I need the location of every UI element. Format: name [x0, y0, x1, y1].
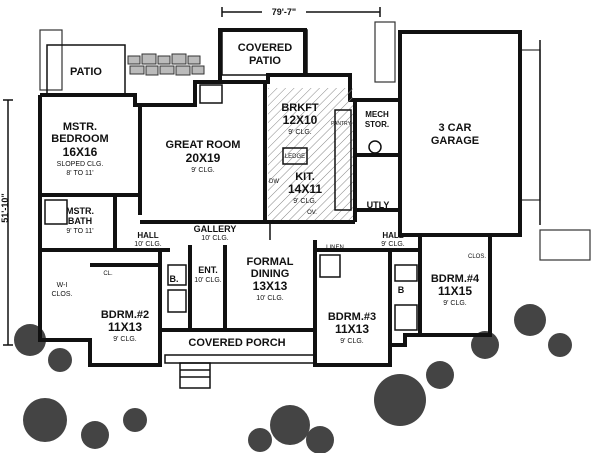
master-bedroom-note-1: SLOPED CLG. — [57, 161, 104, 168]
master-bath-label-1: MSTR. — [66, 206, 94, 216]
great-room-size: 20X19 — [186, 151, 221, 165]
master-bath-note: 9' TO 11' — [66, 228, 93, 235]
formal-dining-label-1: FORMAL — [246, 256, 293, 268]
closet-left-label: CL. — [103, 271, 113, 277]
garage-label-1: 3 CAR — [438, 122, 471, 134]
pantry-label: PANTRY — [331, 121, 351, 127]
mech-label-2: STOR. — [365, 120, 389, 129]
fireplace — [199, 84, 223, 104]
hall-left-note: 10' CLG. — [134, 241, 161, 248]
kitchen-size: 14X11 — [288, 182, 322, 196]
bedroom4-note: 9' CLG. — [443, 300, 467, 307]
width-dimension: 79'-7" — [272, 7, 296, 17]
gallery-label: GALLERY — [194, 224, 237, 234]
garage-label-2: GARAGE — [431, 135, 479, 147]
kitchen-note: 9' CLG. — [293, 198, 317, 205]
utility-label: UTLY — [367, 200, 390, 210]
porch-steps — [164, 354, 316, 389]
garage-doors — [519, 40, 541, 225]
breakfast-label: BRKFT — [281, 102, 319, 114]
depth-dimension: 51'-10" — [0, 193, 10, 222]
dimension-top: 79'-7" — [221, 4, 381, 17]
great-room-note: 9' CLG. — [191, 167, 215, 174]
formal-dining-size: 13X13 — [253, 279, 288, 293]
closet-right-label: CLOS. — [468, 254, 486, 260]
bath-left-label: B. — [170, 274, 179, 284]
patio-label: PATIO — [70, 66, 102, 78]
master-bedroom-size: 16X16 — [63, 145, 98, 159]
patio-outline — [46, 44, 126, 96]
bedroom3-size: 11X13 — [335, 322, 369, 336]
breakfast-size: 12X10 — [283, 113, 318, 127]
bedroom4-size: 11X15 — [438, 284, 472, 298]
hall-right-note: 9' CLG. — [381, 241, 405, 248]
master-bedroom-label-1: MSTR. — [63, 121, 97, 133]
bedroom2-label: BDRM.#2 — [101, 309, 149, 321]
great-room-label: GREAT ROOM — [166, 139, 241, 151]
bath-right-label: B — [398, 285, 405, 295]
formal-dining-label-2: DINING — [251, 268, 290, 280]
kitchen-label: KIT. — [295, 171, 315, 183]
master-bath-label-2: BATH — [68, 216, 92, 226]
covered-patio-label-2: PATIO — [249, 55, 281, 67]
ledge-counter — [282, 147, 308, 165]
formal-dining-note: 10' CLG. — [256, 295, 283, 302]
covered-porch-label: COVERED PORCH — [188, 337, 285, 349]
pantry-counter — [334, 109, 352, 211]
walkin-closet-label-2: CLOS. — [51, 291, 72, 298]
dishwasher-label: DW — [269, 179, 279, 185]
landscaping — [14, 21, 591, 453]
master-bedroom-note-2: 8' TO 11' — [66, 170, 93, 177]
covered-patio-outline — [221, 29, 308, 76]
entry-note: 10' CLG. — [194, 277, 221, 284]
covered-patio-label-1: COVERED — [238, 42, 292, 54]
linen-label: LINEN — [326, 245, 344, 251]
bedroom2-size: 11X13 — [108, 320, 142, 334]
gallery-note: 10' CLG. — [201, 235, 228, 242]
interior-walls — [40, 82, 422, 345]
hall-left-label: HALL — [137, 231, 158, 240]
ledge-label: LEDGE — [285, 154, 305, 160]
stone-path — [127, 53, 205, 76]
oven-label: OV. — [307, 210, 317, 216]
bedroom3-note: 9' CLG. — [340, 338, 364, 345]
walkin-closet-label-1: W-I — [57, 282, 68, 289]
entry-label: ENT. — [198, 265, 218, 275]
hall-right-label: HALL — [382, 231, 403, 240]
master-bedroom-label-2: BEDROOM — [51, 133, 108, 145]
mech-label-1: MECH — [365, 110, 389, 119]
bedroom3-label: BDRM.#3 — [328, 311, 376, 323]
fixtures — [44, 140, 418, 331]
bedroom2-note: 9' CLG. — [113, 336, 137, 343]
breakfast-note: 9' CLG. — [288, 129, 312, 136]
bedroom4-label: BDRM.#4 — [431, 273, 480, 285]
dimension-left: 51'-10" — [0, 99, 13, 346]
